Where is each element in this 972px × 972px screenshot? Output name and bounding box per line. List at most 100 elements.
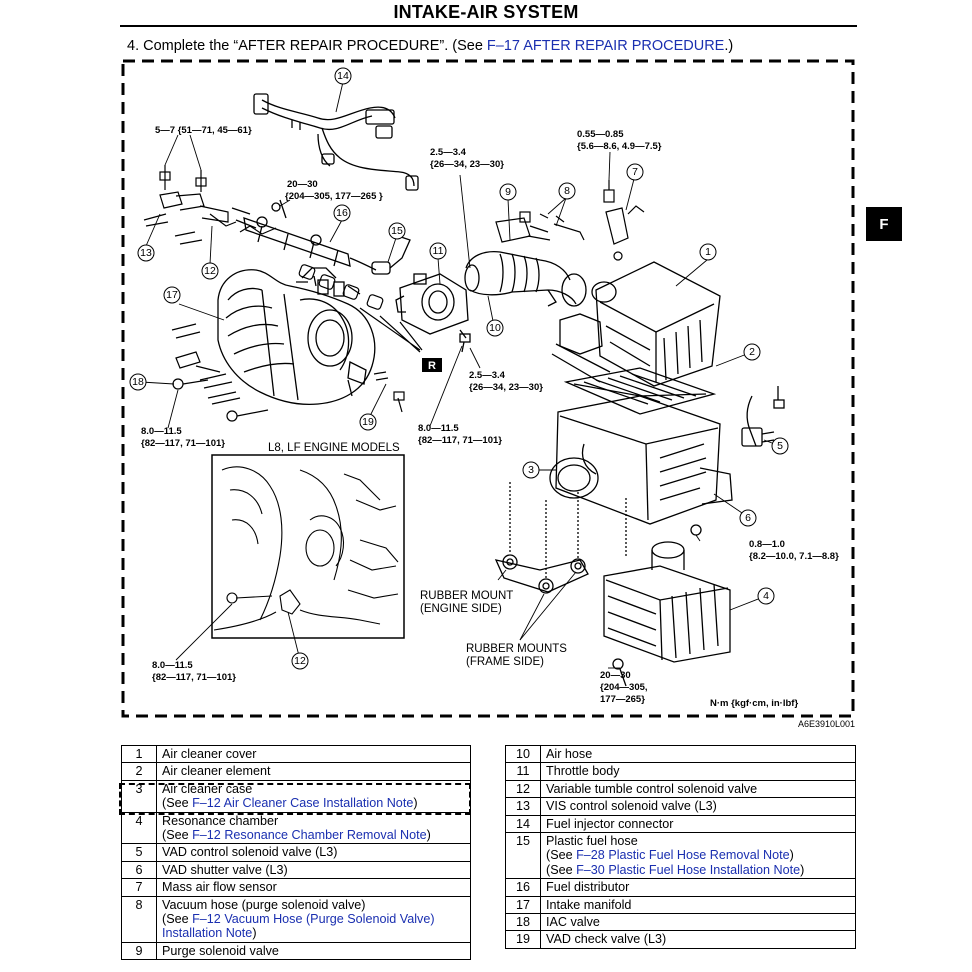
part-number: 15 <box>505 832 541 880</box>
line-suffix: ) <box>789 848 794 863</box>
torque-20-30-top-l2: {204—305, 177—265 } <box>285 191 383 202</box>
rubber-mounts-l2: (FRAME SIDE) <box>466 656 544 668</box>
part-number: 14 <box>505 814 541 834</box>
description-line: Vacuum hose (purge solenoid valve) <box>162 897 366 912</box>
part-description: Intake manifold <box>540 895 856 915</box>
table-row: 14 Fuel injector connector <box>505 814 856 834</box>
torque-20-30-top-l1: 20—30 <box>287 179 318 190</box>
purge-valve-hoses <box>495 211 585 243</box>
step-text: 4. Complete the “AFTER REPAIR PROCEDURE”… <box>127 38 487 54</box>
part-number: 6 <box>121 860 157 880</box>
part-number: 16 <box>505 878 541 897</box>
figure-code: A6E3910L001 <box>798 719 855 729</box>
figure-frame <box>121 59 855 718</box>
description-line: Air cleaner element <box>162 764 271 779</box>
description-line: Plastic fuel hose <box>546 834 638 849</box>
description-line: VAD shutter valve (L3) <box>162 862 288 877</box>
part-number: 7 <box>121 878 157 897</box>
part-number: 8 <box>121 895 157 943</box>
after-repair-procedure-link[interactable]: F–17 AFTER REPAIR PROCEDURE <box>486 38 725 54</box>
callout-circles <box>129 67 789 670</box>
callout-7: 7 <box>632 166 638 178</box>
description-line: Resonance chamber <box>162 813 279 828</box>
torque-8-115-mid-l1: 8.0—11.5 <box>418 423 459 434</box>
table-row: 3 Air cleaner case(See F–12 Air Cleaner C… <box>121 779 471 813</box>
part-description: Air cleaner element <box>156 762 471 781</box>
torque-8-115-inset-l1: 8.0—11.5 <box>152 660 193 671</box>
rubber-mount-l1: RUBBER MOUNT <box>420 590 513 602</box>
reference-link[interactable]: F–12 Air Cleaner Case Installation Note <box>192 796 414 811</box>
part-number: 13 <box>505 797 541 816</box>
part-description: VAD control solenoid valve (L3) <box>156 843 471 862</box>
description-line: Installation Note) <box>162 926 467 940</box>
reference-link[interactable]: F–30 Plastic Fuel Hose Installation Note <box>576 862 801 877</box>
description-line: VAD check valve (L3) <box>546 932 667 947</box>
callout-12-inset: 12 <box>294 655 306 667</box>
description-line: Variable tumble control solenoid valve <box>546 781 758 796</box>
part-description: Mass air flow sensor <box>156 878 471 897</box>
part-number: 10 <box>505 744 541 764</box>
part-number: 17 <box>505 895 541 915</box>
inset-title: L8, LF ENGINE MODELS <box>268 442 400 454</box>
callout-16: 16 <box>336 207 348 219</box>
description-line: (See F–30 Plastic Fuel Hose Installation… <box>546 863 852 877</box>
description-line: VAD control solenoid valve (L3) <box>162 845 338 860</box>
description-line: IAC valve <box>546 915 600 930</box>
wiring-harness <box>253 93 419 191</box>
torque-055-085-l1: 0.55—0.85 <box>577 129 624 140</box>
resonance-chamber <box>603 541 731 687</box>
r-marker: R <box>428 360 436 372</box>
reference-link[interactable]: F–12 Vacuum Hose (Purge Solenoid Valve) <box>192 912 435 927</box>
part-description: VIS control solenoid valve (L3) <box>540 797 856 816</box>
step-instruction: 4. Complete the “AFTER REPAIR PROCEDURE”… <box>127 38 733 54</box>
part-description: VAD check valve (L3) <box>540 930 856 949</box>
reference-link[interactable]: Installation Note <box>162 926 253 941</box>
line-prefix: (See <box>162 828 193 843</box>
description-line: Purge solenoid valve <box>162 943 279 958</box>
description-line: Air cleaner cover <box>162 747 257 761</box>
callout-10: 10 <box>489 322 501 334</box>
air-cleaner-element <box>563 367 717 415</box>
description-line: Air cleaner case <box>162 781 253 796</box>
description-line: (See F–28 Plastic Fuel Hose Removal Note… <box>546 848 852 862</box>
table-row: 6 VAD shutter valve (L3) <box>121 860 471 880</box>
torque-25-34-mid-l1: 2.5—3.4 <box>469 370 506 381</box>
air-cleaner-case <box>549 386 785 536</box>
description-line: (See F–12 Air Cleaner Case Installation … <box>162 796 467 810</box>
line-prefix: (See <box>162 796 193 811</box>
torque-5-7: 5—7 {51—71, 45—61} <box>155 125 252 136</box>
part-number: 2 <box>121 762 157 781</box>
throttle-body <box>395 273 471 353</box>
reference-link[interactable]: F–28 Plastic Fuel Hose Removal Note <box>576 848 790 863</box>
rubber-mounts <box>494 482 627 594</box>
part-number: 3 <box>121 779 157 813</box>
part-description: Fuel injector connector <box>540 814 856 834</box>
torque-08-10-l2: {8.2—10.0, 7.1—8.8} <box>749 551 839 562</box>
torque-055-085-l2: {5.6—8.6, 4.9—7.5} <box>577 141 662 152</box>
description-line: Fuel injector connector <box>546 816 674 831</box>
inset-engine-drawing <box>213 466 399 631</box>
torque-20-30-bottom-l3: 177—265} <box>600 694 645 705</box>
line-suffix: ) <box>426 828 431 843</box>
torque-25-34-top-l2: {26—34, 23—30} <box>430 159 504 170</box>
part-description: IAC valve <box>540 913 856 932</box>
part-description: Purge solenoid valve <box>156 941 471 961</box>
part-number: 1 <box>121 744 157 764</box>
leader-lines <box>140 81 781 669</box>
inset-frame <box>211 454 405 639</box>
air-cleaner-cover <box>551 261 721 387</box>
reference-link[interactable]: F–12 Resonance Chamber Removal Note <box>192 828 427 843</box>
callout-11: 11 <box>433 245 444 257</box>
part-description: Resonance chamber(See F–12 Resonance Cha… <box>156 811 471 845</box>
callout-3: 3 <box>528 464 534 476</box>
section-tab[interactable]: F <box>866 207 902 241</box>
torque-8-115-left-l2: {82—117, 71—101} <box>141 438 225 449</box>
part-number: 4 <box>121 811 157 845</box>
line-prefix: (See <box>546 848 577 863</box>
page-title: INTAKE-AIR SYSTEM <box>393 2 579 22</box>
